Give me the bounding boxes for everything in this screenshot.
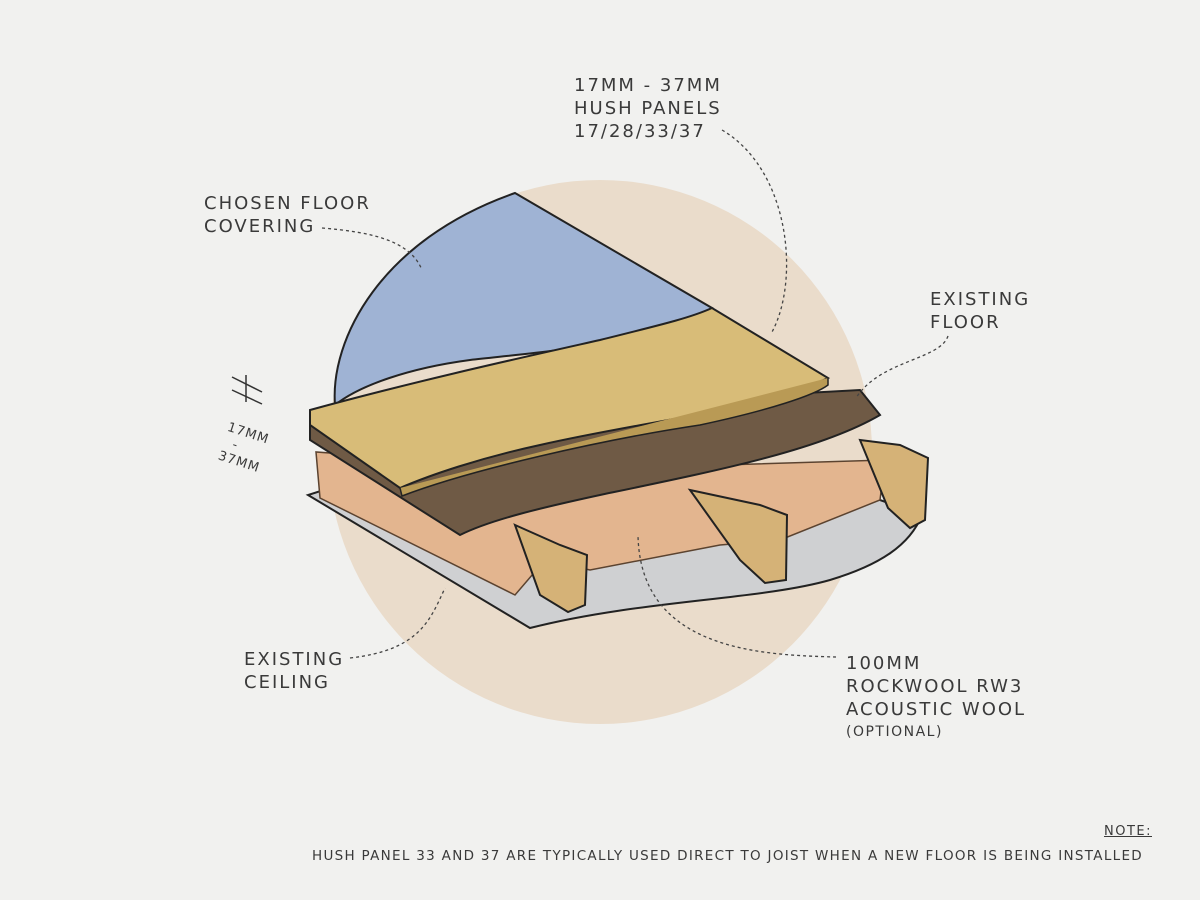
leader-lines: [321, 129, 949, 659]
label-line: CHOSEN FLOOR: [204, 193, 371, 214]
label-line: (OPTIONAL): [846, 724, 943, 740]
label-line: EXISTING: [930, 289, 1031, 310]
label-line: ACOUSTIC WOOL: [846, 699, 1027, 720]
note-title: NOTE:: [1104, 824, 1152, 839]
label-hush-panels: 17MM - 37MM HUSH PANELS 17/28/33/37: [574, 74, 722, 143]
label-floor-covering: CHOSEN FLOOR COVERING: [204, 192, 371, 238]
label-line: 17/28/33/37: [574, 121, 706, 142]
label-line: EXISTING: [244, 649, 345, 670]
label-line: 100MM: [846, 653, 922, 674]
dimension-marker-icon: [231, 375, 263, 405]
label-line: FLOOR: [930, 312, 1001, 333]
label-rockwool: 100MM ROCKWOOL RW3 ACOUSTIC WOOL (OPTION…: [846, 652, 1026, 744]
label-line: HUSH PANELS: [574, 98, 722, 119]
label-line: COVERING: [204, 216, 316, 237]
joists: [513, 438, 930, 614]
note-text: HUSH PANEL 33 AND 37 ARE TYPICALLY USED …: [312, 848, 1143, 864]
label-existing-floor: EXISTING FLOOR: [930, 288, 1030, 334]
label-line: 17MM - 37MM: [574, 75, 722, 96]
label-line: ROCKWOOL RW3: [846, 676, 1024, 697]
label-existing-ceiling: EXISTING CEILING: [244, 648, 344, 694]
label-line: CEILING: [244, 672, 330, 693]
